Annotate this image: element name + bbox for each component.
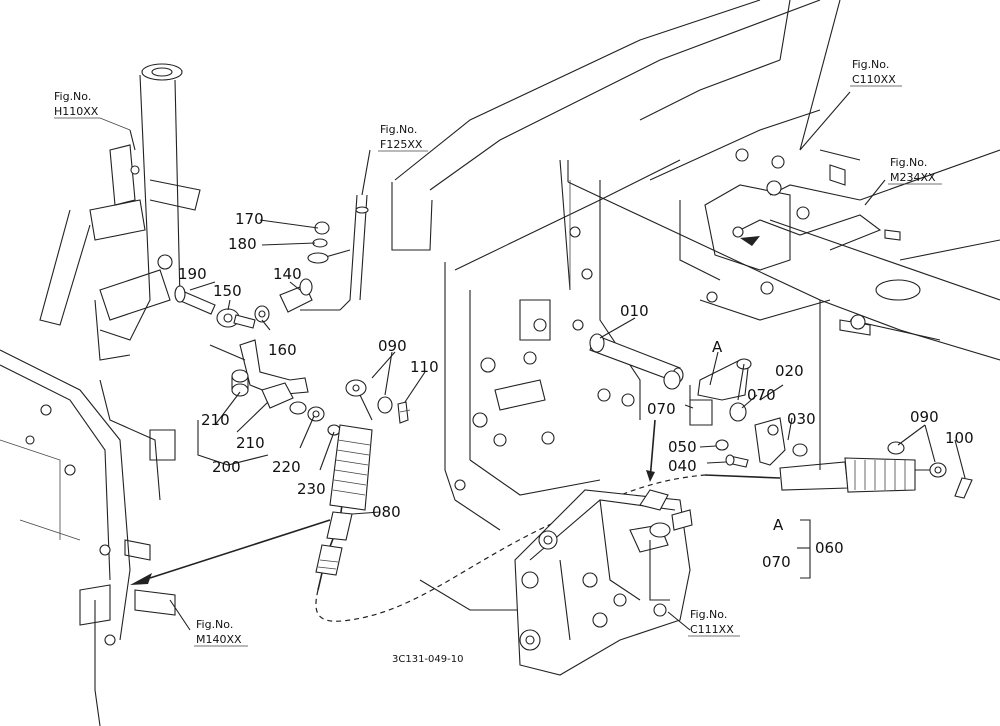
figure-references: Fig.No. H110XX Fig.No. F125XX Fig.No. C1… bbox=[54, 58, 942, 647]
joint-140 bbox=[279, 278, 340, 313]
callout-labels: 170 180 190 150 140 160 210 210 200 220 … bbox=[178, 210, 974, 571]
upper-right-bracket bbox=[704, 164, 901, 271]
callout-110: 110 bbox=[410, 358, 439, 376]
figref-c111-label: Fig.No. bbox=[690, 608, 727, 621]
figref-m140-label: Fig.No. bbox=[196, 618, 233, 631]
lever-020 bbox=[697, 358, 752, 401]
rod-end-150 bbox=[216, 308, 256, 329]
callout-190: 190 bbox=[178, 265, 207, 283]
callout-100: 100 bbox=[945, 429, 974, 447]
callout-200: 200 bbox=[212, 458, 241, 476]
leader-lines bbox=[129, 91, 966, 631]
cable-080 bbox=[315, 379, 706, 622]
callout-160: 160 bbox=[268, 341, 297, 359]
callout-020: 020 bbox=[775, 362, 804, 380]
callout-230: 230 bbox=[297, 480, 326, 498]
figref-c111-code: C111XX bbox=[690, 623, 734, 636]
figref-c110-code: C110XX bbox=[852, 73, 896, 86]
washer-050 bbox=[715, 439, 729, 451]
figref-f125-label: Fig.No. bbox=[380, 123, 417, 136]
callout-060: 060 bbox=[815, 539, 844, 557]
callout-080: 080 bbox=[372, 503, 401, 521]
linkage-rod-f125 bbox=[307, 194, 369, 311]
callout-070-c: 070 bbox=[762, 553, 791, 571]
nut-030 bbox=[792, 443, 808, 457]
nut-160 bbox=[254, 305, 270, 323]
washer-180 bbox=[312, 238, 328, 248]
lever-200 bbox=[209, 339, 309, 396]
pin-100 bbox=[954, 477, 973, 499]
figref-m234-label: Fig.No. bbox=[890, 156, 927, 169]
arrowheads bbox=[130, 236, 760, 585]
steering-column bbox=[39, 63, 201, 361]
control-valve bbox=[514, 489, 693, 676]
bolt-190 bbox=[174, 285, 216, 315]
callout-a-2: A bbox=[773, 516, 784, 534]
collar-210-a bbox=[231, 369, 249, 397]
callout-150: 150 bbox=[213, 282, 242, 300]
figref-m234-code: M234XX bbox=[890, 171, 936, 184]
callout-170: 170 bbox=[235, 210, 264, 228]
bracket-030 bbox=[754, 417, 786, 466]
bolt-040 bbox=[725, 454, 749, 468]
transmission-housing bbox=[391, 0, 1000, 611]
callout-010: 010 bbox=[620, 302, 649, 320]
pin-110 bbox=[397, 401, 411, 424]
callout-180: 180 bbox=[228, 235, 257, 253]
callout-090-right: 090 bbox=[910, 408, 939, 426]
figref-c110-label: Fig.No. bbox=[852, 58, 889, 71]
callout-090-left: 090 bbox=[378, 337, 407, 355]
callout-a-1: A bbox=[712, 338, 723, 356]
callout-140: 140 bbox=[273, 265, 302, 283]
collar-070-a bbox=[663, 370, 681, 390]
callout-070-a: 070 bbox=[647, 400, 676, 418]
callout-040: 040 bbox=[668, 457, 697, 475]
callout-210-b: 210 bbox=[236, 434, 265, 452]
bracket-a bbox=[689, 385, 713, 426]
cable-end-right bbox=[704, 457, 947, 493]
callout-210-a: 210 bbox=[201, 411, 230, 429]
washer-090-right bbox=[887, 441, 905, 455]
callout-220: 220 bbox=[272, 458, 301, 476]
bushing-220 bbox=[289, 401, 325, 422]
figref-m140-code: M140XX bbox=[196, 633, 242, 646]
callout-050: 050 bbox=[668, 438, 697, 456]
callout-030: 030 bbox=[787, 410, 816, 428]
figref-h110-code: H110XX bbox=[54, 105, 99, 118]
figref-f125-code: F125XX bbox=[380, 138, 423, 151]
drawing-number: 3C131-049-10 bbox=[392, 654, 463, 665]
collar-070-b bbox=[729, 402, 747, 422]
callout-070-b: 070 bbox=[747, 386, 776, 404]
left-chassis bbox=[0, 349, 176, 726]
washer-090-left bbox=[377, 396, 393, 414]
figref-h110-label: Fig.No. bbox=[54, 90, 91, 103]
